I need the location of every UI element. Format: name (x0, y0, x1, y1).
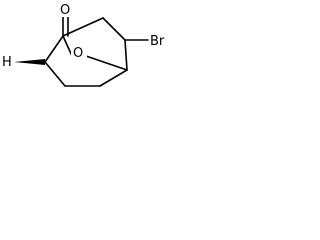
bond-c2-c3 (62, 17, 104, 37)
bond-c7-c1 (44, 61, 66, 87)
structure-canvas: O O H Br (0, 0, 179, 100)
bromine-label: Br (150, 34, 165, 49)
molecule-structure: O O H Br (2, 2, 165, 87)
oxygen-bridge-bg (71, 44, 87, 60)
bond-c5-c6 (99, 69, 128, 87)
oxygen-bridge-label: O (73, 46, 83, 61)
hydrogen-label: H (2, 55, 12, 70)
bond-c2-obridge (62, 35, 73, 57)
oxygen-carbonyl-label: O (60, 3, 70, 18)
bond-c3-c4 (102, 17, 126, 41)
bond-obridge-c5 (85, 55, 128, 71)
bond-c1-c2 (44, 35, 64, 63)
bond-c4-c5 (124, 39, 128, 71)
wedge-bond-h (14, 59, 45, 65)
oxygen-carbonyl-bg (58, 2, 74, 17)
